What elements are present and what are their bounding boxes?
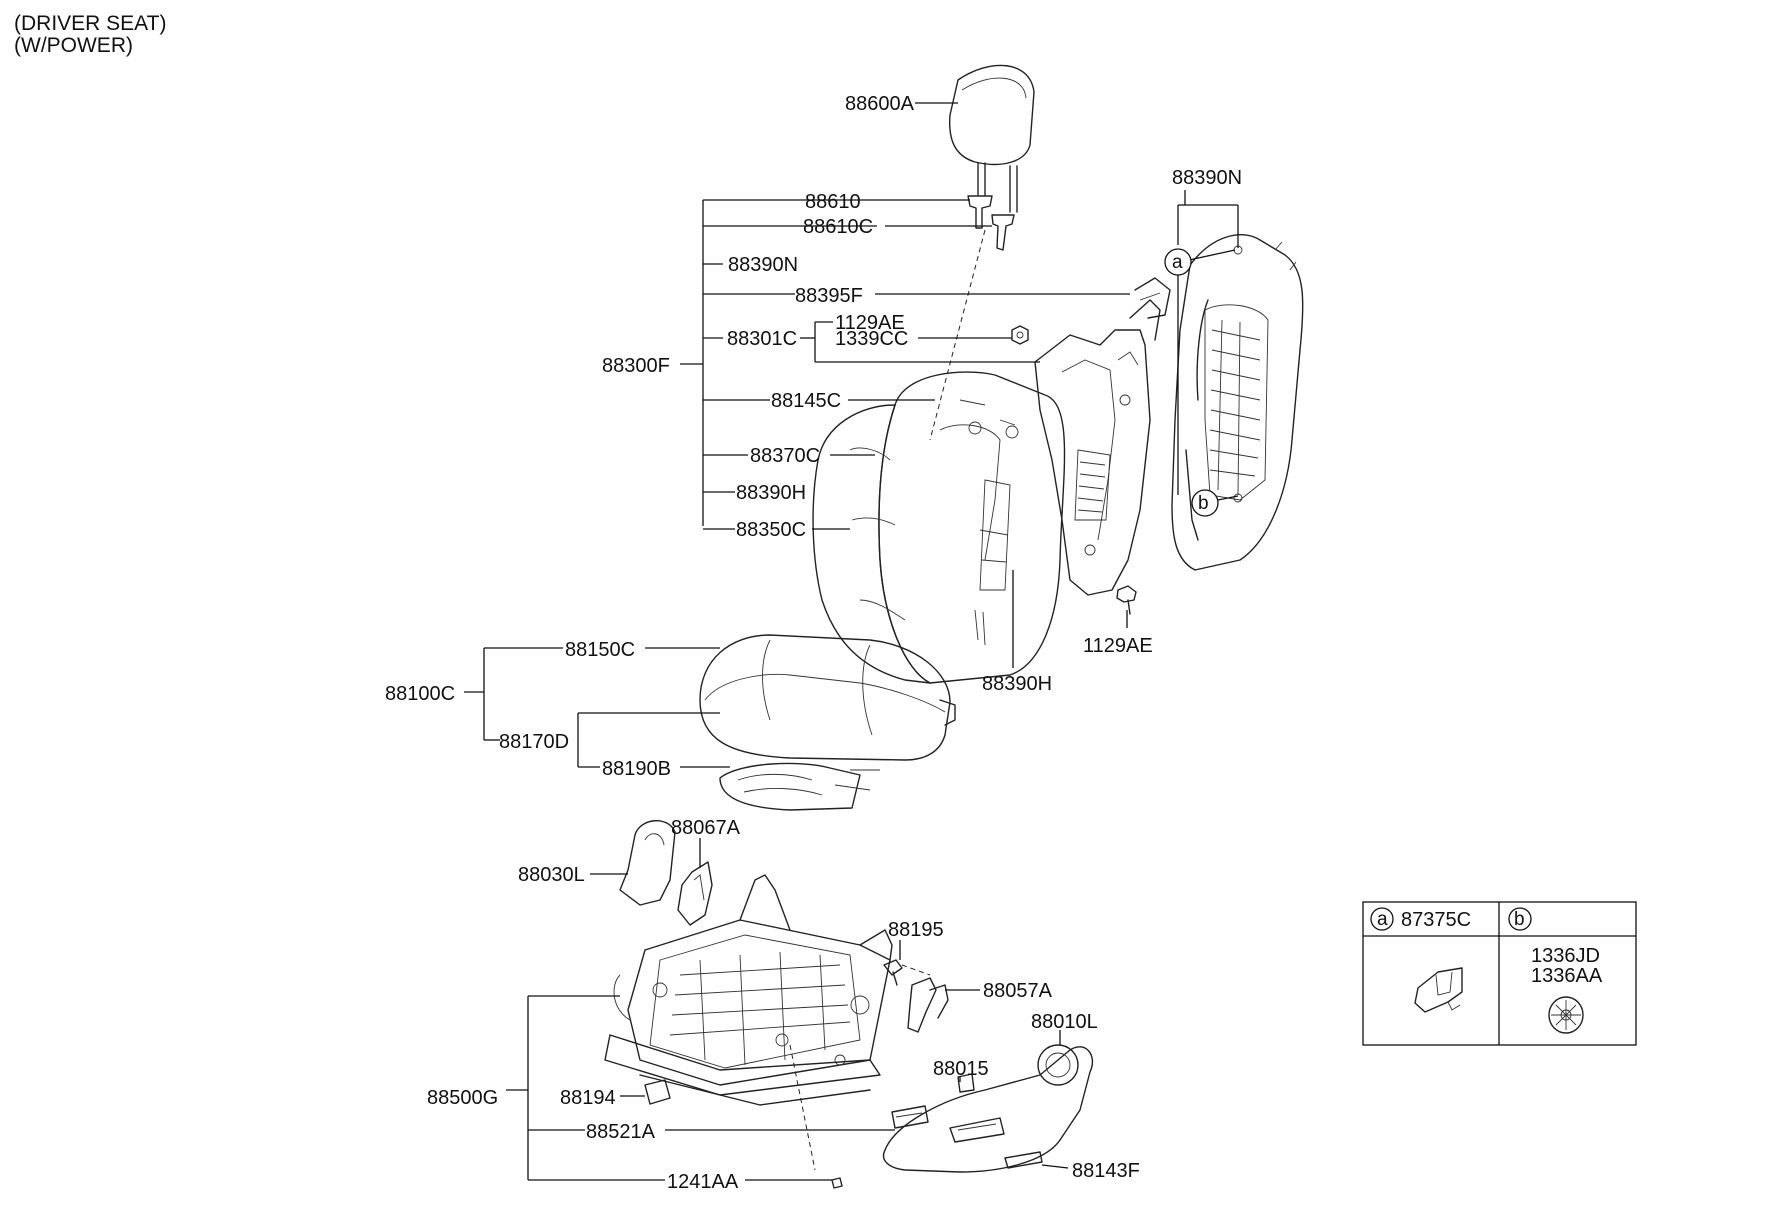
bracket-88057a-drawing	[907, 977, 949, 1033]
svg-text:a: a	[1172, 252, 1183, 273]
label-88057a: 88057A	[983, 980, 1053, 1002]
nut-drawing	[1011, 325, 1029, 345]
callout-b: b	[1191, 489, 1219, 517]
label-88370c: 88370C	[750, 445, 820, 467]
label-88300f: 88300F	[602, 355, 670, 377]
legend-a-part: 87375C	[1401, 909, 1471, 931]
label-88390n-right: 88390N	[1172, 167, 1242, 189]
label-88395f: 88395F	[795, 285, 863, 307]
label-1339cc: 1339CC	[835, 328, 908, 350]
seat-cushion-drawing	[699, 634, 956, 811]
diagram-title-line1: (DRIVER SEAT)	[14, 12, 167, 35]
legend-a-letter: a	[1377, 909, 1388, 930]
label-88100c: 88100C	[385, 683, 455, 705]
legend-b-part2: 1336AA	[1531, 965, 1603, 987]
screw-88195-drawing	[883, 959, 931, 986]
side-shield-drawing	[882, 1044, 1094, 1173]
shields-drawing	[619, 819, 713, 926]
legend-b-letter: b	[1514, 909, 1525, 930]
label-88015: 88015	[933, 1058, 989, 1080]
label-88145c: 88145C	[771, 390, 841, 412]
callout-a: a	[1164, 248, 1192, 276]
label-88190b: 88190B	[602, 758, 671, 780]
label-88195: 88195	[888, 919, 944, 941]
leader-lines	[464, 102, 1239, 1181]
label-88521a: 88521A	[586, 1121, 656, 1143]
label-88010l: 88010L	[1031, 1011, 1098, 1033]
part-labels: 88600A 88610 88610C 88390N 88395F 1129AE…	[385, 93, 1242, 1193]
legend-table: a 87375C b 1336JD 1336AA	[1362, 901, 1637, 1046]
label-88067a: 88067A	[671, 817, 741, 839]
seat-back-drawing	[812, 371, 1066, 684]
label-88150c: 88150C	[565, 639, 635, 661]
label-88500g: 88500G	[427, 1087, 498, 1109]
seat-track-drawing	[604, 874, 893, 1171]
label-88390n: 88390N	[728, 254, 798, 276]
label-1241aa: 1241AA	[667, 1171, 739, 1193]
label-1129ae-bottom: 1129AE	[1083, 635, 1153, 657]
label-1129ae: 1129AE	[835, 312, 905, 334]
label-88170d: 88170D	[499, 731, 569, 753]
label-88301c: 88301C	[727, 328, 797, 350]
label-88143f: 88143F	[1072, 1160, 1140, 1182]
knobs-drawing	[831, 1073, 1043, 1189]
back-panel-drawing	[1171, 234, 1304, 571]
diagram-title-line2: (W/POWER)	[14, 34, 133, 57]
label-88194: 88194	[560, 1087, 616, 1109]
back-frame-drawing	[1034, 277, 1171, 596]
bolt-1129ae-drawing	[1116, 585, 1137, 615]
legend-b-part1: 1336JD	[1531, 945, 1600, 967]
label-88390h-bottom: 88390H	[982, 673, 1052, 695]
sensor-88194-drawing	[644, 1079, 671, 1105]
label-88610: 88610	[805, 191, 861, 213]
label-88350c: 88350C	[736, 519, 806, 541]
clip-drawing	[1414, 967, 1463, 1013]
label-88600a: 88600A	[845, 93, 915, 115]
push-nut-drawing	[1548, 996, 1584, 1034]
label-88030l: 88030L	[518, 864, 585, 886]
headrest-drawing	[948, 64, 1035, 213]
label-88390h: 88390H	[736, 482, 806, 504]
svg-text:b: b	[1198, 493, 1209, 514]
label-88610c: 88610C	[803, 216, 873, 238]
headrest-guides-drawing	[929, 195, 1015, 441]
